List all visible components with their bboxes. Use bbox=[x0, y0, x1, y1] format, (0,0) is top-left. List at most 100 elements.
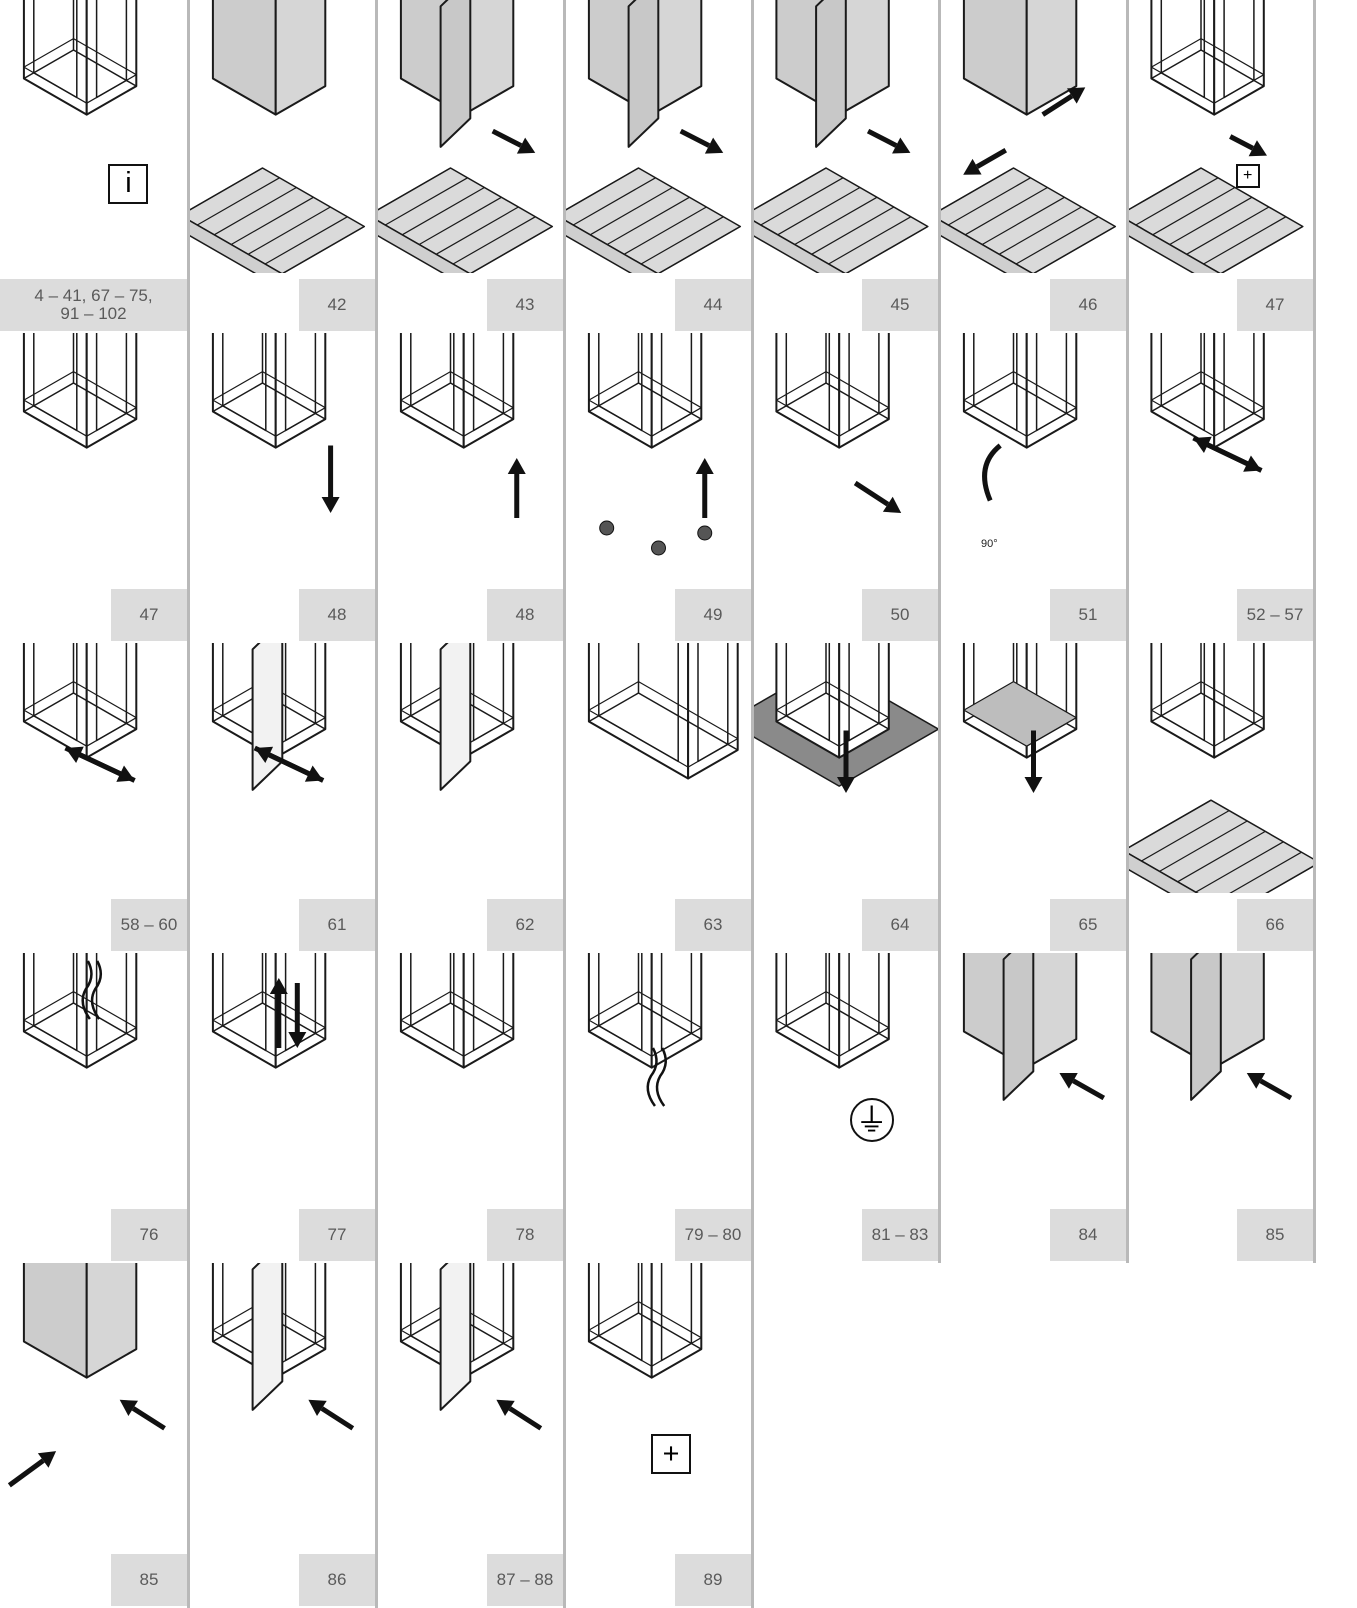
page-reference-label: 45 bbox=[862, 279, 938, 331]
figure-illustration bbox=[190, 643, 378, 893]
plus-icon: + bbox=[651, 1434, 691, 1474]
figure-illustration bbox=[941, 953, 1129, 1203]
page-reference-label: 51 bbox=[1050, 589, 1126, 641]
figure-cell: 49 bbox=[566, 333, 754, 643]
enclosure-illustration bbox=[378, 0, 563, 273]
figure-cell: 85 bbox=[0, 1263, 190, 1608]
page-reference-label: 52 – 57 bbox=[1237, 589, 1313, 641]
figure-illustration: ⏚ bbox=[754, 953, 941, 1203]
page-reference-label: 85 bbox=[1237, 1209, 1313, 1261]
enclosure-illustration bbox=[754, 333, 938, 583]
figure-cell: 77 bbox=[190, 953, 378, 1263]
earth-ground-icon: ⏚ bbox=[850, 1098, 894, 1142]
enclosure-illustration bbox=[0, 333, 187, 583]
enclosure-illustration bbox=[1129, 333, 1313, 583]
figure-cell: 76 bbox=[0, 953, 190, 1263]
figure-illustration: + bbox=[1129, 0, 1316, 273]
figure-illustration bbox=[1129, 333, 1316, 583]
figure-cell: 47 bbox=[0, 333, 190, 643]
page-reference-label: 50 bbox=[862, 589, 938, 641]
enclosure-illustration bbox=[378, 1263, 563, 1548]
figure-illustration bbox=[1129, 953, 1316, 1203]
figure-cell: 79 – 80 bbox=[566, 953, 754, 1263]
enclosure-illustration bbox=[190, 953, 375, 1203]
figure-illustration bbox=[754, 643, 941, 893]
figure-cell: 65 bbox=[941, 643, 1129, 953]
page-reference-label: 47 bbox=[111, 589, 187, 641]
page-reference-label: 78 bbox=[487, 1209, 563, 1261]
page-reference-label: 58 – 60 bbox=[111, 899, 187, 951]
figure-illustration bbox=[0, 333, 190, 583]
page-reference-label: 84 bbox=[1050, 1209, 1126, 1261]
figure-illustration bbox=[941, 333, 1129, 583]
figure-cell: +89 bbox=[566, 1263, 754, 1608]
enclosure-illustration bbox=[1129, 953, 1313, 1203]
figure-cell: 44 bbox=[566, 0, 754, 333]
page-reference-label: 77 bbox=[299, 1209, 375, 1261]
figure-illustration bbox=[754, 333, 941, 583]
figure-illustration: + bbox=[566, 1263, 754, 1548]
figure-illustration bbox=[1129, 643, 1316, 893]
page-reference-label: 89 bbox=[675, 1554, 751, 1606]
info-icon: i bbox=[108, 164, 148, 204]
page-reference-label: 63 bbox=[675, 899, 751, 951]
figure-cell: 87 – 88 bbox=[378, 1263, 566, 1608]
figure-illustration bbox=[941, 643, 1129, 893]
figure-illustration bbox=[754, 0, 941, 273]
enclosure-illustration bbox=[190, 0, 375, 273]
enclosure-illustration bbox=[566, 953, 751, 1203]
enclosure-illustration bbox=[0, 0, 187, 273]
page-reference-label: 64 bbox=[862, 899, 938, 951]
plus-icon: + bbox=[1236, 164, 1260, 188]
enclosure-illustration bbox=[378, 333, 563, 583]
figure-cell: 62 bbox=[378, 643, 566, 953]
figure-cell: 48 bbox=[378, 333, 566, 643]
page-reference-label: 49 bbox=[675, 589, 751, 641]
enclosure-illustration bbox=[0, 643, 187, 893]
figure-cell: 43 bbox=[378, 0, 566, 333]
figure-illustration bbox=[0, 953, 190, 1203]
enclosure-illustration bbox=[754, 0, 938, 273]
page-reference-label: 87 – 88 bbox=[487, 1554, 563, 1606]
figure-illustration bbox=[0, 1263, 190, 1548]
figure-cell: 84 bbox=[941, 953, 1129, 1263]
page-reference-label: 47 bbox=[1237, 279, 1313, 331]
figure-illustration bbox=[378, 953, 566, 1203]
page-reference-label: 43 bbox=[487, 279, 563, 331]
figure-cell: 42 bbox=[190, 0, 378, 333]
figure-cell: +47 bbox=[1129, 0, 1316, 333]
figure-cell: 64 bbox=[754, 643, 941, 953]
figure-illustration bbox=[941, 0, 1129, 273]
enclosure-illustration bbox=[566, 643, 751, 893]
figure-cell: 52 – 57 bbox=[1129, 333, 1316, 643]
enclosure-illustration bbox=[566, 1263, 751, 1548]
enclosure-illustration bbox=[566, 0, 751, 273]
figure-illustration bbox=[378, 643, 566, 893]
figure-illustration bbox=[190, 1263, 378, 1548]
figure-cell: 48 bbox=[190, 333, 378, 643]
page-reference-label: 81 – 83 bbox=[862, 1209, 938, 1261]
enclosure-illustration bbox=[0, 953, 187, 1203]
enclosure-illustration bbox=[754, 953, 938, 1203]
figure-illustration bbox=[378, 0, 566, 273]
enclosure-illustration bbox=[941, 333, 1126, 583]
enclosure-illustration bbox=[754, 643, 938, 893]
figure-illustration bbox=[190, 333, 378, 583]
enclosure-illustration bbox=[566, 333, 751, 583]
enclosure-illustration bbox=[190, 643, 375, 893]
page-reference-label: 46 bbox=[1050, 279, 1126, 331]
enclosure-illustration bbox=[190, 1263, 375, 1548]
figure-cell: 63 bbox=[566, 643, 754, 953]
enclosure-illustration bbox=[1129, 643, 1313, 893]
figure-illustration bbox=[0, 643, 190, 893]
figure-cell: 90°51 bbox=[941, 333, 1129, 643]
figure-cell: 85 bbox=[1129, 953, 1316, 1263]
page-reference-label: 66 bbox=[1237, 899, 1313, 951]
enclosure-illustration bbox=[941, 953, 1126, 1203]
figure-illustration bbox=[566, 953, 754, 1203]
page-reference-label: 61 bbox=[299, 899, 375, 951]
page-reference-label: 79 – 80 bbox=[675, 1209, 751, 1261]
figure-cell: ⏚ 81 – 83 bbox=[754, 953, 941, 1263]
figure-illustration: i bbox=[0, 0, 190, 273]
